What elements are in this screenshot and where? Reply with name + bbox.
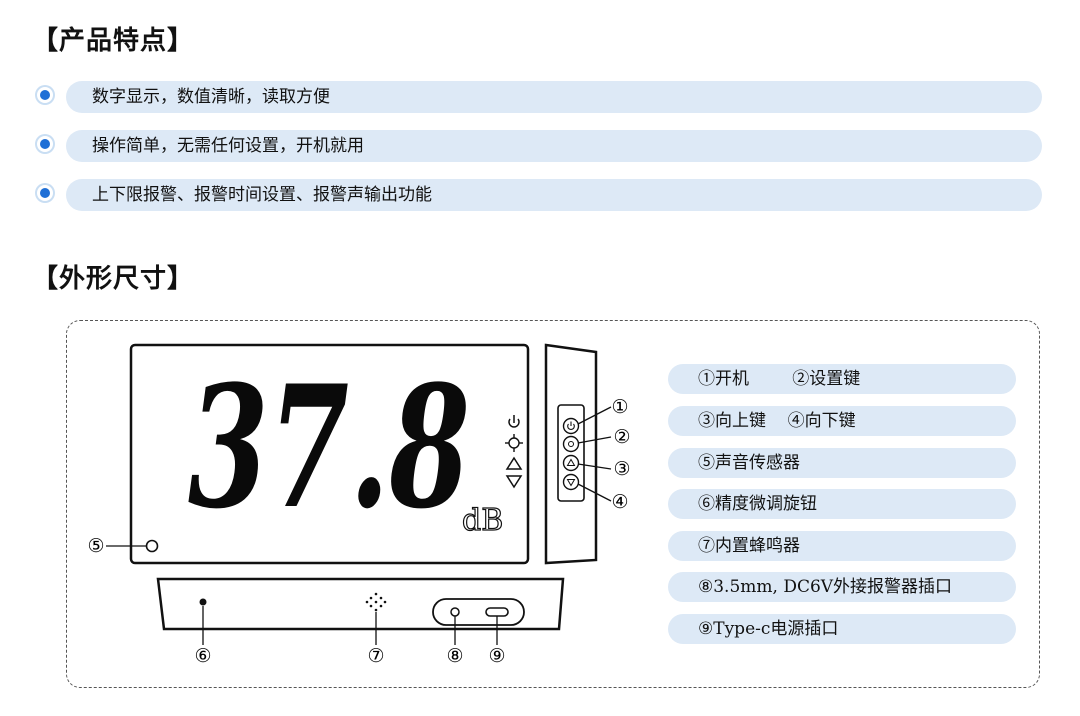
settings-button [562,435,580,453]
calibration-knob [199,598,207,606]
legend-item: ⑦内置蜂鸣器 [668,531,1016,561]
sound-sensor [145,539,159,553]
settings-icon [505,434,523,452]
feature-text: 上下限报警、报警时间设置、报警声输出功能 [92,185,432,205]
callout-7: ⑦ [367,645,384,667]
bullet-icon [40,139,50,149]
down-button [562,473,580,491]
audio-jack [450,607,460,617]
feature-text: 操作简单，无需任何设置，开机就用 [92,136,364,156]
legend-text: ⑦内置蜂鸣器 [698,536,800,556]
callout-2: ② [613,426,630,448]
feature-pill [66,130,1042,162]
legend-item: ①开机 ②设置键 [668,364,1016,394]
front-panel [129,343,530,565]
legend-text: ⑥精度微调旋钮 [698,494,817,514]
callout-6: ⑥ [194,645,211,667]
power-button [562,417,580,435]
callout-8: ⑧ [446,645,463,667]
callout-1: ① [611,396,628,418]
callout-3: ③ [613,458,630,480]
diagram-frame [66,320,1040,688]
feature-item: 操作简单，无需任何设置，开机就用 [38,130,1042,162]
feature-item: 上下限报警、报警时间设置、报警声输出功能 [38,179,1042,211]
up-arrow-icon [505,456,523,470]
legend-text: ⑤声音传感器 [698,453,800,473]
up-button [562,454,580,472]
buzzer-grille-icon [365,592,387,612]
features-title: 【产品特点】 [32,26,195,56]
legend-text: ⑧3.5mm, DC6V外接报警器插口 [698,577,953,597]
feature-text: 数字显示，数值清晰，读取方便 [92,87,330,107]
usb-c-port [485,607,509,617]
callout-4: ④ [611,491,628,513]
legend-item: ⑧3.5mm, DC6V外接报警器插口 [668,572,1016,602]
feature-pill [66,179,1042,211]
legend-item: ⑥精度微调旋钮 [668,489,1016,519]
legend-text: ⑨Type-c电源插口 [698,619,839,639]
legend-item: ⑨Type-c电源插口 [668,614,1016,644]
dimensions-title: 【外形尺寸】 [32,264,195,294]
lcd-reading: 37.8 [188,348,470,546]
callout-9: ⑨ [488,645,505,667]
bullet-icon [40,188,50,198]
bullet-icon [40,90,50,100]
port-recess [432,598,525,626]
legend-text: ③向上键 ④向下键 [698,411,856,431]
legend-item: ⑤声音传感器 [668,448,1016,478]
feature-item: 数字显示，数值清晰，读取方便 [38,81,1042,113]
feature-pill [66,81,1042,113]
legend-text: ①开机 ②设置键 [698,369,861,389]
power-icon [508,415,520,428]
lcd-unit: dB [462,503,503,538]
callout-5: ⑤ [87,535,104,557]
down-arrow-icon [505,475,523,489]
legend-item: ③向上键 ④向下键 [668,406,1016,436]
